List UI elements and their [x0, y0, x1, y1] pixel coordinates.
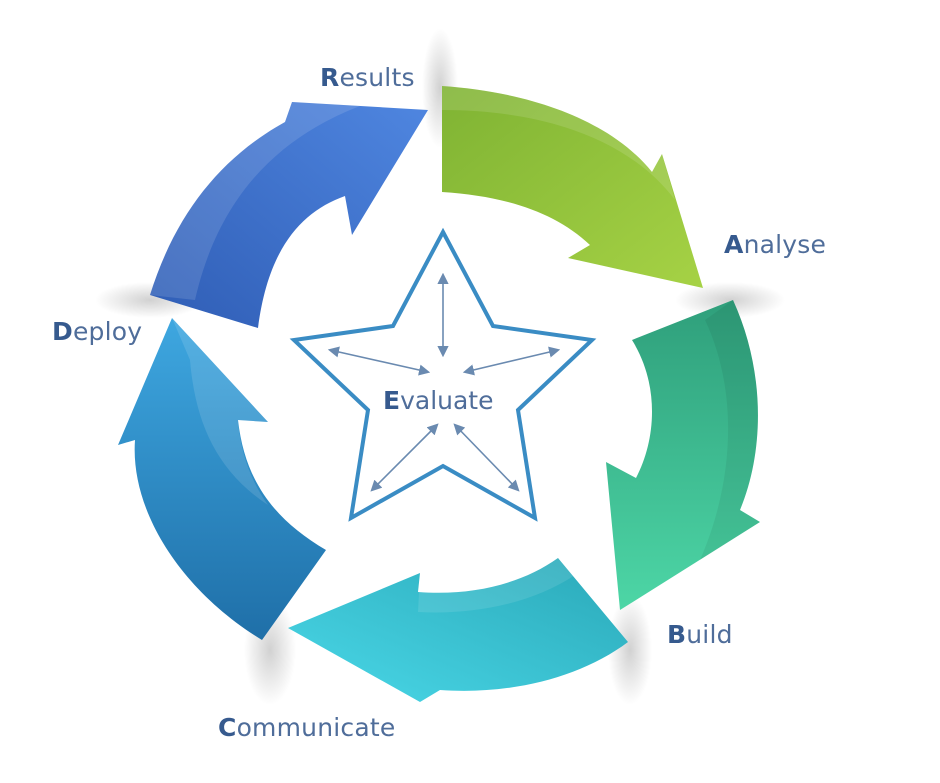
star-arrow-bottom-right	[453, 423, 520, 492]
communicate-label: Communicate	[218, 715, 395, 740]
analyse-label-initial: A	[724, 230, 744, 259]
results-label-rest: esults	[339, 63, 415, 92]
deploy-label: Deploy	[52, 319, 142, 344]
build-label: Build	[667, 622, 733, 647]
build-arrow-shade	[700, 300, 760, 560]
evaluate-label: Evaluate	[383, 388, 494, 413]
evaluate-star	[289, 227, 597, 522]
segment-shadow	[608, 595, 652, 705]
communicate-label-initial: C	[218, 713, 237, 742]
analyse-label-rest: nalyse	[743, 230, 827, 259]
segment-shadow	[675, 282, 785, 318]
star-arrow-bottom-left	[370, 423, 439, 492]
evaluate-label-rest: valuate	[400, 386, 494, 415]
evaluate-label-initial: E	[383, 386, 401, 415]
results-arrow	[150, 102, 428, 328]
star-arrow-right	[462, 346, 561, 376]
results-label: Results	[320, 65, 415, 90]
communicate-arrow-highlight	[418, 558, 575, 613]
deploy-arrow	[118, 318, 326, 640]
results-label-initial: R	[320, 63, 340, 92]
deploy-label-initial: D	[52, 317, 73, 346]
star-arrow-left	[327, 346, 431, 376]
analyse-label: Analyse	[724, 232, 826, 257]
build-label-rest: uild	[686, 620, 733, 649]
build-arrow	[606, 300, 760, 610]
analyse-arrow	[442, 86, 703, 288]
communicate-arrow	[288, 558, 628, 702]
results-arrow-highlight	[150, 102, 360, 300]
build-label-initial: B	[667, 620, 687, 649]
deploy-arrow-highlight	[172, 318, 268, 505]
deploy-label-rest: eploy	[72, 317, 143, 346]
communicate-label-rest: ommunicate	[236, 713, 396, 742]
analyse-arrow-highlight	[442, 86, 675, 200]
